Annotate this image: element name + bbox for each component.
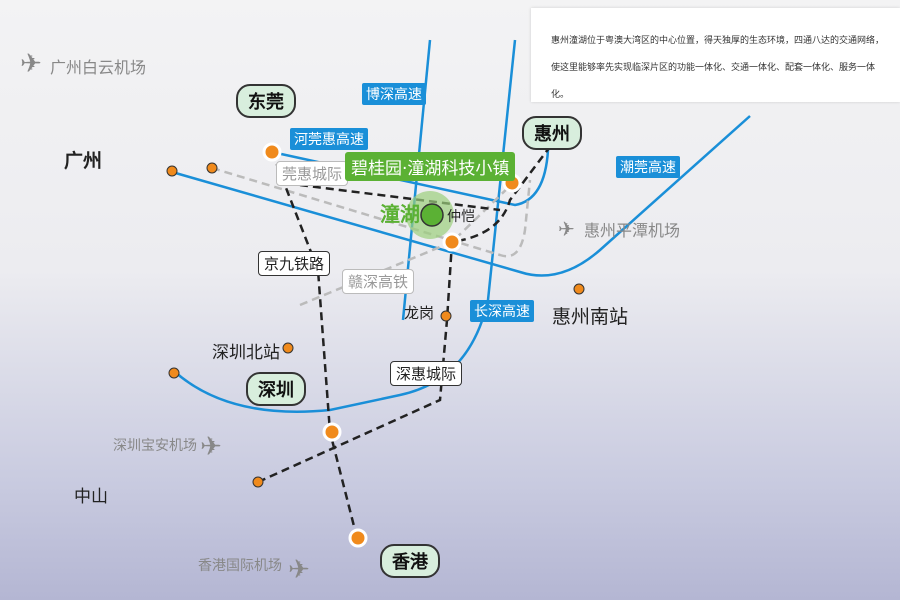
zhongkai-label: 仲恺 [447,209,475,225]
dongguan-huizhou-rail-line [299,183,501,212]
highway-label-boshen: 博深高速 [362,83,426,105]
airplane-icon: ✈ [288,555,310,585]
place-longgang: 龙岗 [404,304,435,322]
rail-label-ganshen: 赣深高铁 [342,269,415,294]
changshen-highway-line [174,39,517,413]
heguanhui-highway-line [271,119,557,207]
station-marker [322,422,342,442]
place-shenzhen-north: 深圳北站 [212,343,280,363]
place-guangzhou: 广州 [64,150,103,172]
station-marker [348,528,368,548]
project-location-label: 潼湖 [380,202,420,226]
info-panel: 惠州潼湖位于粤澳大湾区的中心位置，得天独厚的生态环境，四通八达的交通网络，使这里… [531,8,900,102]
city-hongkong: 香港 [380,544,440,578]
airplane-icon: ✈ [200,432,222,462]
chaoguan-highway-line [171,115,751,277]
station-marker [262,142,282,162]
info-text: 惠州潼湖位于粤澳大湾区的中心位置，得天独厚的生态环境，四通八达的交通网络，使这里… [551,36,885,100]
city-dongguan: 东莞 [236,84,296,118]
shenhui-intercity-line [257,139,556,484]
rail-label-guanhui: 莞惠城际 [276,161,349,186]
airport-hongkong: 香港国际机场 [198,558,282,574]
highway-label-changshen: 长深高速 [470,300,534,322]
airplane-icon: ✈ [20,49,42,79]
highway-label-heguanhui: 河莞惠高速 [290,128,368,150]
place-huizhou-south: 惠州南站 [552,306,629,328]
guanhui-intercity-line [211,166,532,258]
jingjiu-railway-line [270,151,359,539]
highway-label-chaoguan: 潮莞高速 [616,156,680,178]
rail-label-jingjiu: 京九铁路 [258,251,331,276]
project-label: 碧桂园·潼湖科技小镇 [345,152,516,181]
airport-shenzhen: 深圳宝安机场 [113,438,197,454]
airport-huizhou: 惠州平潭机场 [584,221,681,240]
airplane-icon: ✈ [558,217,575,241]
city-shenzhen: 深圳 [246,372,306,406]
project-marker [420,203,444,227]
station-marker [442,232,462,252]
place-zhongshan: 中山 [74,487,108,507]
city-huizhou: 惠州 [522,116,582,150]
rail-label-shenhui: 深惠城际 [390,361,463,386]
airport-guangzhou: 广州白云机场 [50,58,147,77]
